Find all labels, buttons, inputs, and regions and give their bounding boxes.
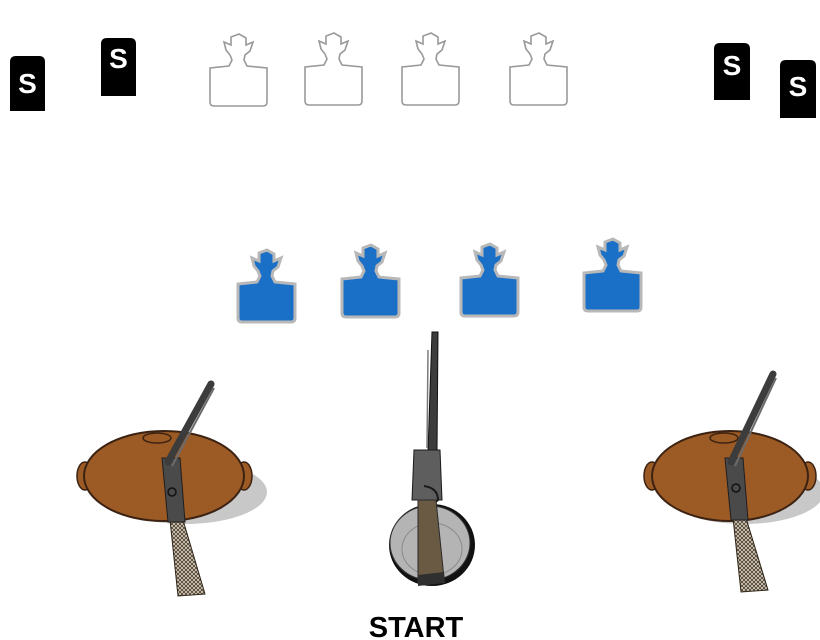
cardboard-target-blue [340, 243, 401, 319]
steel-plate: S [10, 56, 45, 111]
cardboard-target-blue [236, 248, 297, 324]
cardboard-target-outline [401, 32, 460, 106]
cardboard-target-blue [582, 237, 643, 313]
steel-plate-label: S [109, 43, 128, 74]
steel-plate-label: S [18, 68, 37, 99]
steel-plate: S [780, 60, 816, 118]
start-label: START [369, 612, 464, 640]
cardboard-target-outline [509, 32, 568, 106]
steel-plate-label: S [723, 50, 742, 81]
steel-plate: S [714, 43, 750, 100]
shotgun-icon [161, 380, 215, 597]
cardboard-target-blue [459, 242, 520, 318]
rifle-icon [411, 331, 445, 586]
cardboard-target-outline [304, 32, 363, 106]
cardboard-target-outline [209, 33, 268, 107]
shotgun-icon [724, 370, 777, 593]
steel-plate-label: S [789, 71, 808, 102]
steel-plate: S [101, 38, 136, 96]
